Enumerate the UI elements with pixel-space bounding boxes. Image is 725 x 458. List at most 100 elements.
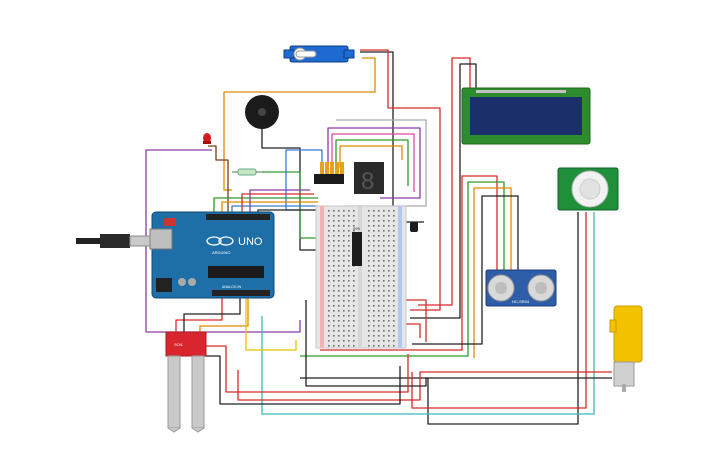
ic-chip[interactable] — [314, 174, 344, 184]
servo-motor[interactable] — [283, 45, 355, 63]
transistor[interactable] — [410, 222, 418, 232]
breadboard-hole — [388, 245, 390, 247]
wire-us-red[interactable] — [320, 175, 498, 351]
breadboard-hole — [338, 300, 340, 302]
breadboard-hole — [393, 235, 395, 237]
breadboard-hole — [393, 295, 395, 297]
breadboard-hole — [343, 310, 345, 312]
breadboard-hole — [368, 295, 370, 297]
wire-seg-orange[interactable] — [339, 145, 403, 168]
breadboard-hole — [348, 250, 350, 252]
seven-segment-digit: 8 — [361, 168, 374, 195]
breadboard-hole — [338, 260, 340, 262]
wire-us-orange[interactable] — [473, 187, 512, 358]
breadboard-hole — [393, 310, 395, 312]
resistor[interactable] — [232, 168, 262, 176]
soil-moisture-sensor[interactable]: SOIL — [165, 331, 207, 433]
pir-sensor[interactable] — [557, 167, 619, 211]
breadboard-hole — [373, 340, 375, 342]
breadboard-hole — [368, 245, 370, 247]
breadboard-hole — [338, 230, 340, 232]
seven-segment-display[interactable]: 8 — [354, 162, 384, 195]
wire-servo-red[interactable] — [360, 49, 441, 311]
breadboard-hole — [338, 235, 340, 237]
wire-lcd-black[interactable] — [410, 63, 477, 319]
red-led[interactable] — [203, 133, 211, 144]
breadboard-hole — [388, 315, 390, 317]
shift-register-ic[interactable]: 595 — [352, 226, 362, 266]
breadboard-hole — [328, 230, 330, 232]
breadboard-hole — [383, 265, 385, 267]
breadboard-hole — [378, 240, 380, 242]
wire-servo-orange[interactable] — [223, 57, 376, 191]
breadboard-hole — [388, 345, 390, 347]
breadboard-hole — [348, 235, 350, 237]
arduino-uno-board[interactable]: UNO ARDUINO ANALOG IN — [149, 211, 275, 299]
breadboard-hole — [353, 285, 355, 287]
breadboard-hole — [333, 295, 335, 297]
breadboard-hole — [328, 255, 330, 257]
breadboard-hole — [368, 240, 370, 242]
wire-lcd-red[interactable] — [418, 57, 471, 306]
breadboard-hole — [348, 320, 350, 322]
breadboard-hole — [333, 310, 335, 312]
wire-us-green[interactable] — [300, 181, 505, 357]
breadboard-hole — [338, 275, 340, 277]
breadboard-hole — [393, 240, 395, 242]
breadboard-hole — [353, 210, 355, 212]
breadboard-hole — [383, 310, 385, 312]
breadboard-hole — [353, 275, 355, 277]
wire-purple-left[interactable] — [145, 149, 301, 333]
breadboard-hole — [343, 315, 345, 317]
wire-hdr-3[interactable] — [231, 205, 318, 212]
wire-soil-yellow[interactable] — [245, 296, 297, 351]
breadboard-hole — [388, 215, 390, 217]
wire-hdr-6[interactable] — [257, 209, 318, 212]
wire-led-green[interactable] — [232, 171, 318, 239]
breadboard-hole — [388, 295, 390, 297]
lcd-display[interactable] — [461, 87, 591, 145]
wire-soil-black2[interactable] — [200, 355, 401, 405]
breadboard-hole — [368, 255, 370, 257]
wire-buzzer-black[interactable] — [261, 128, 318, 251]
breadboard-hole — [373, 305, 375, 307]
wire-pir-red[interactable] — [411, 212, 587, 409]
wire-hdr-5[interactable] — [249, 189, 310, 212]
breadboard-hole — [378, 285, 380, 287]
breadboard-hole — [343, 255, 345, 257]
breadboard-hole — [378, 265, 380, 267]
resistor-bank[interactable] — [320, 162, 344, 174]
wire-soil-black[interactable] — [183, 296, 241, 336]
breadboard-hole — [373, 310, 375, 312]
wire-seg-pink[interactable] — [331, 133, 415, 192]
wire-pir-teal[interactable] — [261, 212, 595, 415]
breadboard-hole — [338, 280, 340, 282]
breadboard-hole — [333, 335, 335, 337]
breadboard-hole — [388, 275, 390, 277]
wire-pir-black[interactable] — [300, 212, 579, 425]
breadboard-hole — [338, 330, 340, 332]
breadboard-hole — [343, 340, 345, 342]
breadboard-hole — [383, 260, 385, 262]
breadboard-hole — [333, 320, 335, 322]
wire-soil-red[interactable] — [175, 296, 223, 336]
wire-motor-black[interactable] — [305, 300, 612, 387]
usb-cable[interactable] — [76, 234, 151, 248]
wire-servo-black[interactable] — [360, 51, 394, 215]
wire-seg-green[interactable] — [335, 139, 409, 186]
wire-hdr-4[interactable] — [241, 193, 314, 212]
wire-hdr-1[interactable] — [213, 197, 318, 212]
wire-us-black[interactable] — [412, 195, 519, 345]
breadboard[interactable] — [315, 205, 407, 349]
wire-motor-red[interactable] — [237, 370, 612, 401]
wire-seg-purple[interactable] — [327, 127, 421, 199]
breadboard-hole — [333, 275, 335, 277]
ultrasonic-sensor[interactable]: HC-SR04 — [485, 269, 557, 307]
breadboard-hole — [348, 270, 350, 272]
breadboard-hole — [338, 345, 340, 347]
wire-hdr-2[interactable] — [221, 201, 318, 212]
wire-soil-red2[interactable] — [196, 345, 409, 393]
dc-motor[interactable] — [609, 305, 643, 392]
breadboard-hole — [353, 305, 355, 307]
piezo-buzzer[interactable] — [245, 95, 279, 129]
